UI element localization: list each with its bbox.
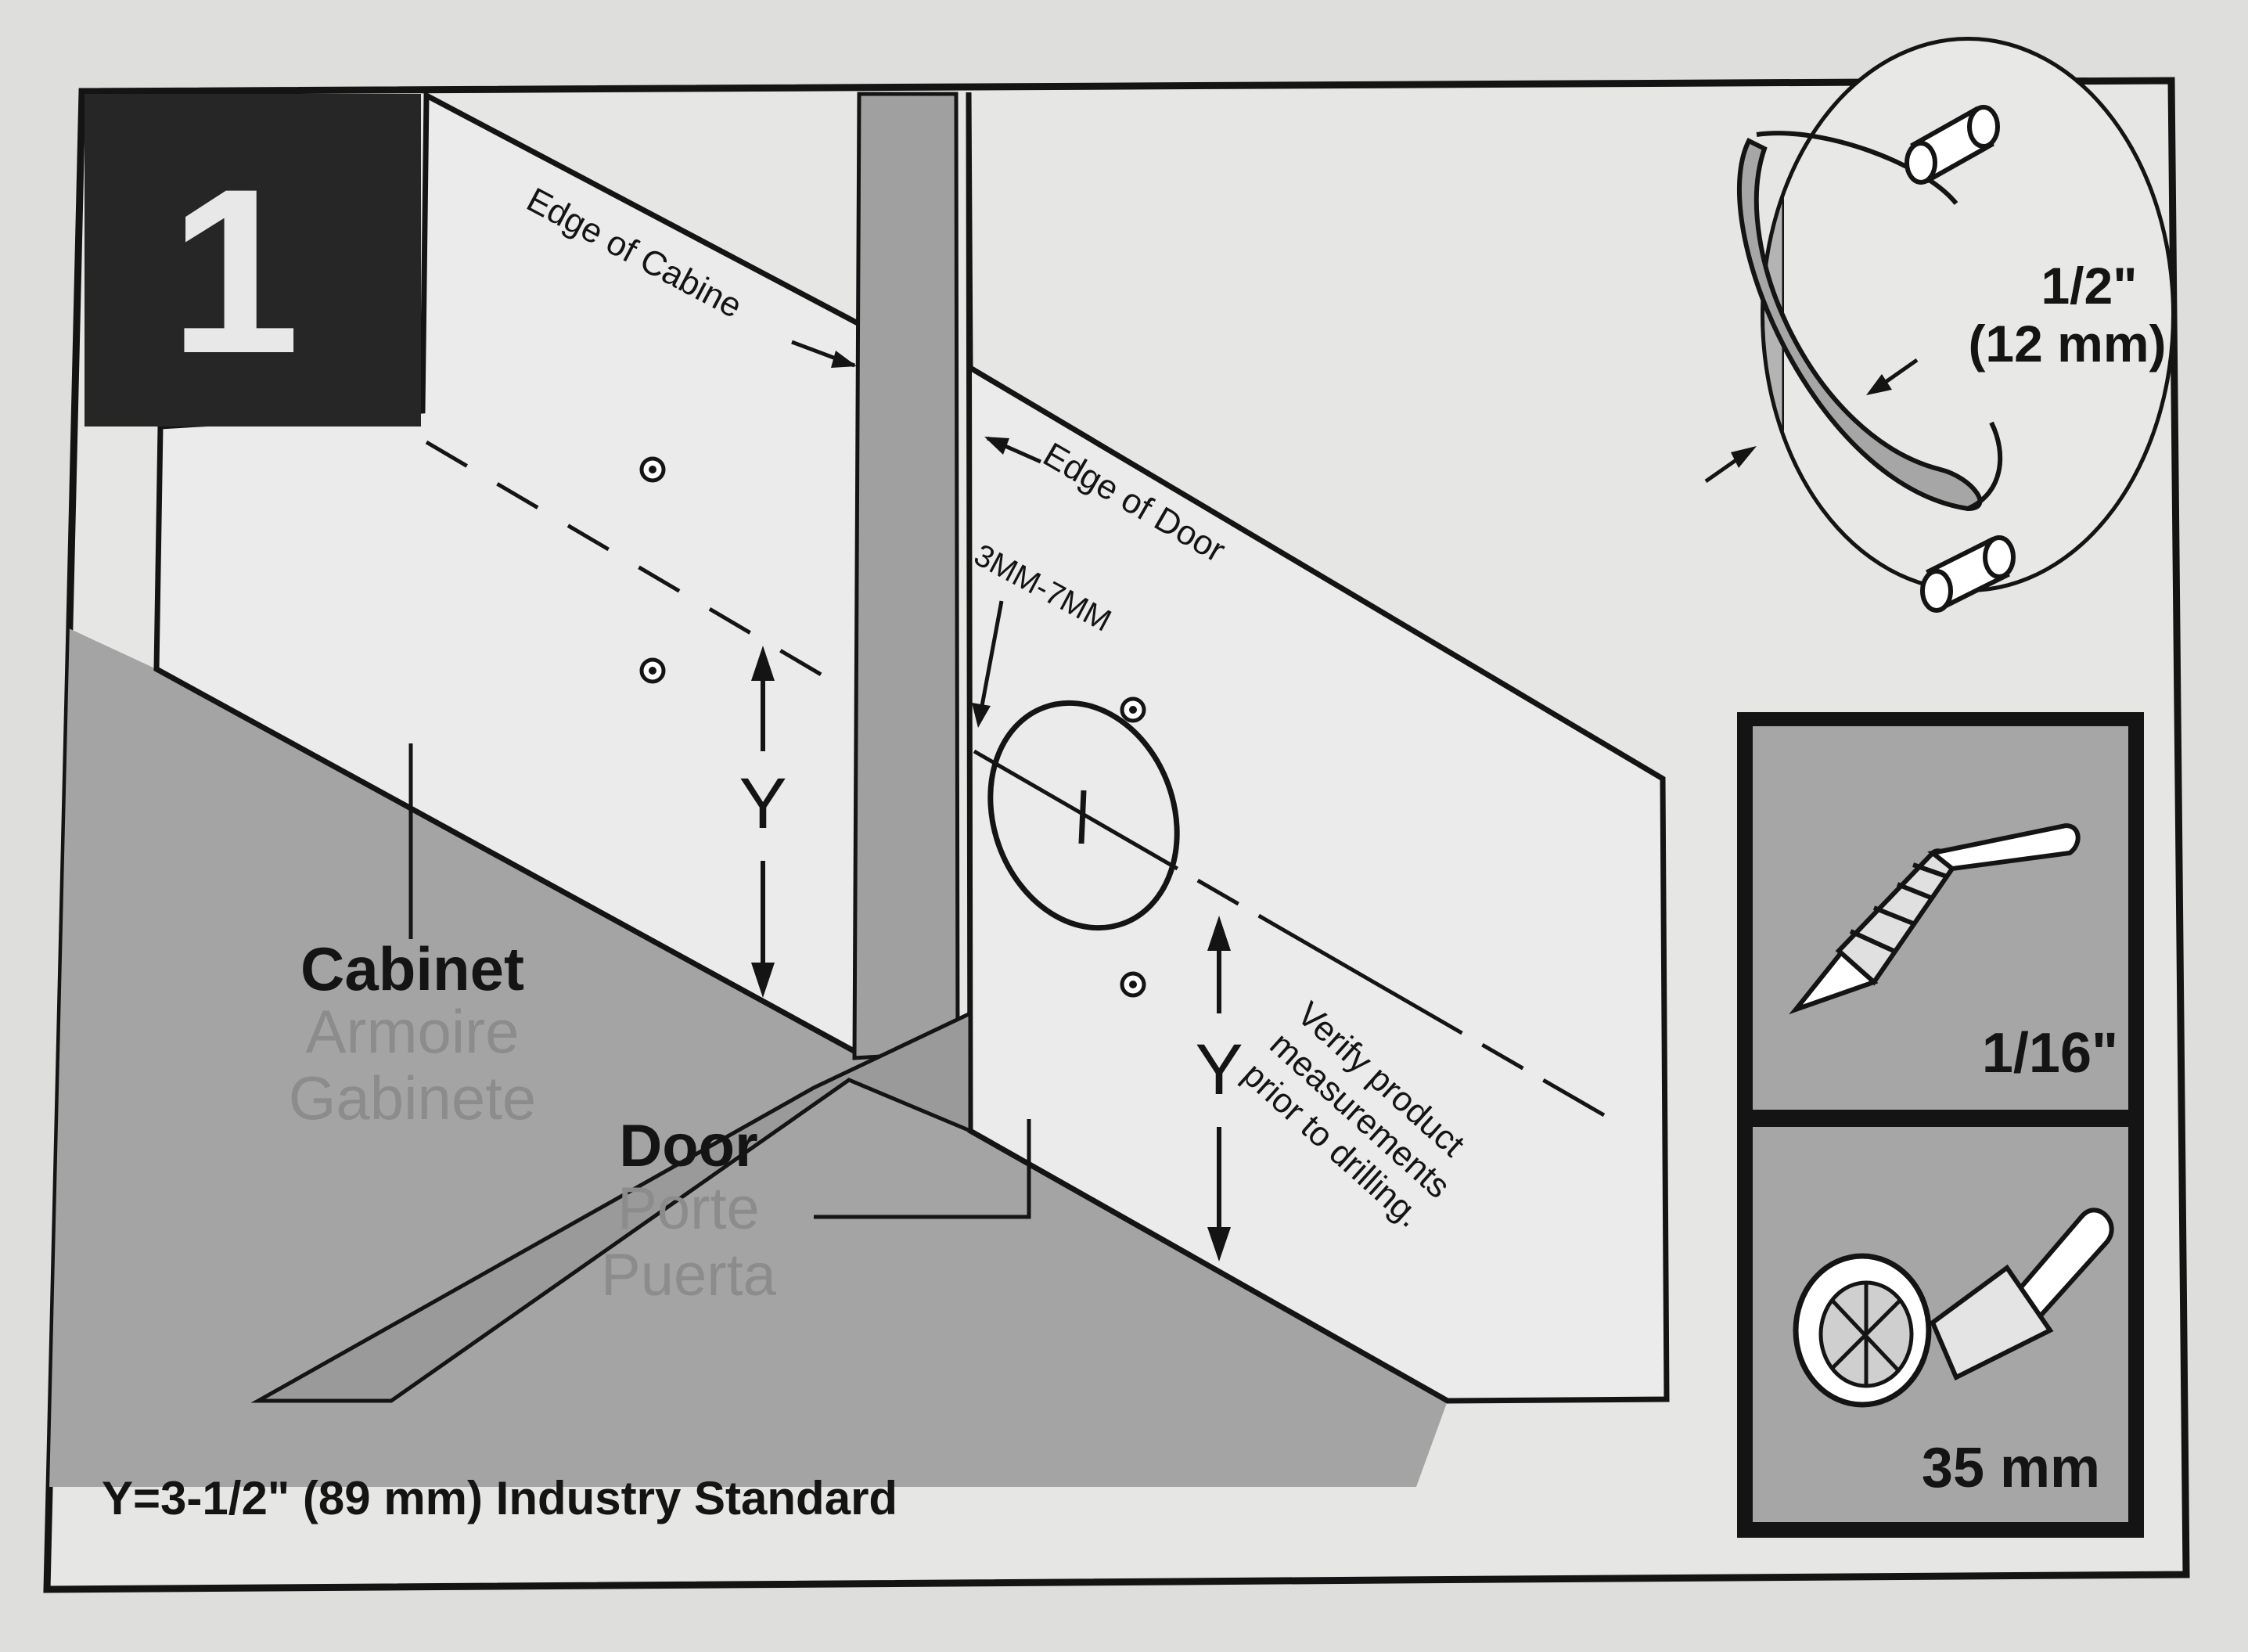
door-screw-mark-top [1120,696,1146,723]
cabinet-screw-mark-top [639,456,666,483]
door-screw-mark-bottom [1120,971,1146,998]
cabinet-screw-mark-bottom [639,657,666,684]
hinge-cup-hole-outline [987,700,1180,931]
dowel-peg-bottom-icon [1920,535,2016,613]
edge-of-cabinet-arrowhead [831,351,857,368]
edge-of-door-arrowhead [984,437,1009,455]
hinge-hole-center-mark [1078,790,1087,844]
cabinet-label-es: Gabinete [289,1064,537,1132]
depth-arrowhead-left [1731,446,1757,468]
step-number-box [85,94,421,426]
gap-range-arrow [977,600,1004,719]
forstner-bit-size: 35 mm [1922,1437,2100,1499]
drill-bit-size: 1/16" [1982,1022,2118,1085]
door-y-dimension [1207,916,1231,1261]
cabinet-label-en: Cabinet [300,934,524,1003]
gap-range-arrowhead [972,703,991,728]
cabinet-y-dimension [751,646,775,998]
door-label-fr: Porte [617,1175,760,1242]
hinge-cup-rim [1756,131,1958,205]
door-bottom-edge [250,1010,973,1403]
forstner-bit-icon [1793,1208,2114,1408]
door-label-es: Puerta [601,1242,777,1308]
depth-label-inch: 1/2" [2041,257,2137,315]
cabinet-frame-edge [852,92,960,1060]
depth-arrowhead-right [1866,374,1892,395]
door-y-label: Y [1195,1030,1243,1110]
cabinet-shadow-region [47,618,1448,1487]
dowel-peg-top-icon [1905,105,2000,185]
door-label-en: Door [619,1113,757,1179]
drill-bit-icon [1789,822,2081,1015]
industry-standard-note: Y=3-1/2" (89 mm) Industry Standard [102,1472,897,1524]
cabinet-y-label: Y [739,764,786,844]
hinge-cup-bore [1736,137,1983,512]
cabinet-label-fr: Armoire [305,997,519,1066]
drill-bit-tile [1753,726,2128,1110]
depth-label-mm: (12 mm) [1968,315,2166,373]
step-number: 1 [170,139,300,402]
hinge-cup-rim-lower [1966,421,2003,511]
door-leader-line [814,1119,1031,1219]
door-hinge-centerline [973,749,1606,1118]
